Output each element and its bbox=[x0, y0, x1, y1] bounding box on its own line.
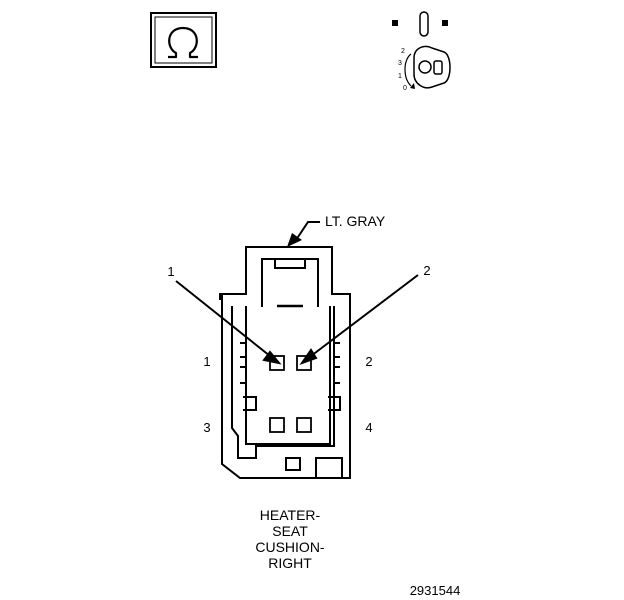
connector-color-label: LT. GRAY bbox=[325, 213, 386, 229]
connector-name-line-2: SEAT bbox=[272, 523, 308, 539]
pin-number-1: 1 bbox=[203, 354, 210, 369]
callout-label-left: 1 bbox=[167, 264, 174, 279]
key-position-2: 2 bbox=[401, 48, 405, 55]
pin-number-2: 2 bbox=[365, 354, 372, 369]
connector-name-line-3: CUSHION- bbox=[255, 539, 325, 555]
terminal-cavities bbox=[269, 355, 312, 433]
cavity-3 bbox=[269, 417, 285, 433]
pin-number-4: 4 bbox=[365, 420, 372, 435]
connector-name-line-1: HEATER- bbox=[260, 507, 321, 523]
cavity-4 bbox=[296, 417, 312, 433]
key-position-1: 1 bbox=[398, 73, 402, 80]
connector-name-line-4: RIGHT bbox=[268, 555, 312, 571]
pin-callout-arrows bbox=[175, 274, 419, 365]
ignition-key-icon bbox=[392, 11, 451, 89]
key-position-3: 3 bbox=[398, 60, 402, 67]
callout-label-right: 2 bbox=[423, 263, 430, 278]
pin-number-3: 3 bbox=[203, 420, 210, 435]
figure-number: 2931544 bbox=[410, 583, 461, 598]
ohm-symbol-icon bbox=[150, 12, 217, 68]
connector-body bbox=[219, 246, 351, 479]
key-position-0: 0 bbox=[403, 85, 407, 92]
color-leader-line bbox=[287, 221, 320, 247]
